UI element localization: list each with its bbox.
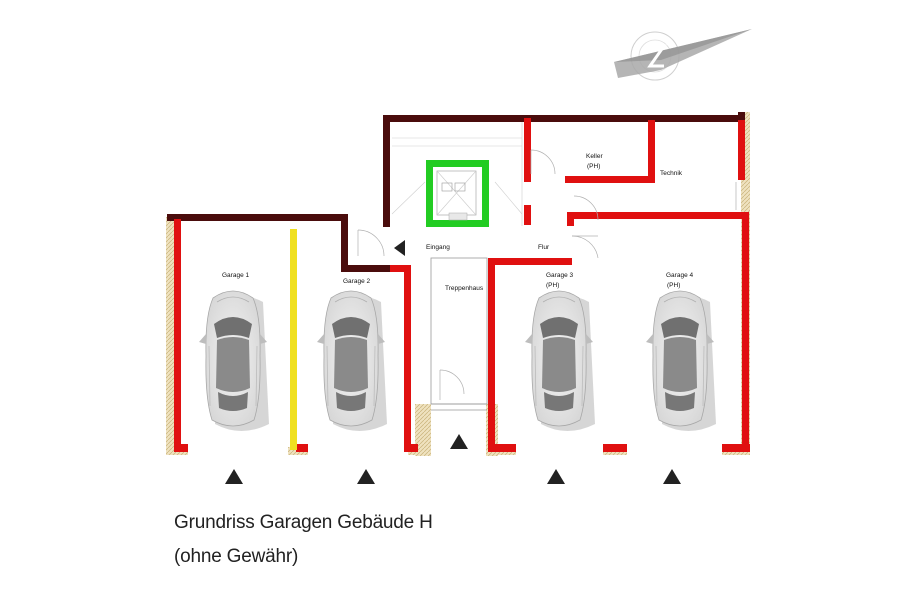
garage-entry-arrow-icon xyxy=(663,469,681,484)
wall-red xyxy=(174,118,750,452)
plan-title: Grundriss Garagen Gebäude H xyxy=(174,512,433,533)
car-icon xyxy=(198,290,270,432)
north-arrow-icon xyxy=(614,29,752,81)
label-garage-1: Garage 1 xyxy=(222,272,249,279)
car-icon xyxy=(524,290,596,432)
garage-entry-arrow-icon xyxy=(547,469,565,484)
label-garage-4-note: (PH) xyxy=(667,282,680,289)
elevator-icon xyxy=(426,160,489,227)
label-technik: Technik xyxy=(660,170,683,177)
stair-walls xyxy=(430,257,488,411)
label-eingang: Eingang xyxy=(426,244,450,251)
garage-divider-yellow xyxy=(290,229,297,450)
garage-entry-arrow-icon xyxy=(225,469,243,484)
label-garage-3-note: (PH) xyxy=(546,282,559,289)
garage-entry-arrow-icon xyxy=(450,434,468,449)
label-treppenhaus: Treppenhaus xyxy=(445,285,484,292)
garage-entry-arrow-icon xyxy=(357,469,375,484)
label-flur: Flur xyxy=(538,244,550,251)
entry-arrow-icon xyxy=(394,240,405,256)
label-garage-2: Garage 2 xyxy=(343,278,370,285)
label-keller: Keller xyxy=(586,153,603,160)
label-garage-3: Garage 3 xyxy=(546,272,573,279)
car-icon xyxy=(316,290,388,432)
label-keller-note: (PH) xyxy=(587,163,600,170)
car-icon xyxy=(645,290,717,432)
plan-subtitle: (ohne Gewähr) xyxy=(174,546,299,567)
label-garage-4: Garage 4 xyxy=(666,272,693,279)
stair-lines xyxy=(391,122,523,226)
door-swings xyxy=(357,149,737,400)
